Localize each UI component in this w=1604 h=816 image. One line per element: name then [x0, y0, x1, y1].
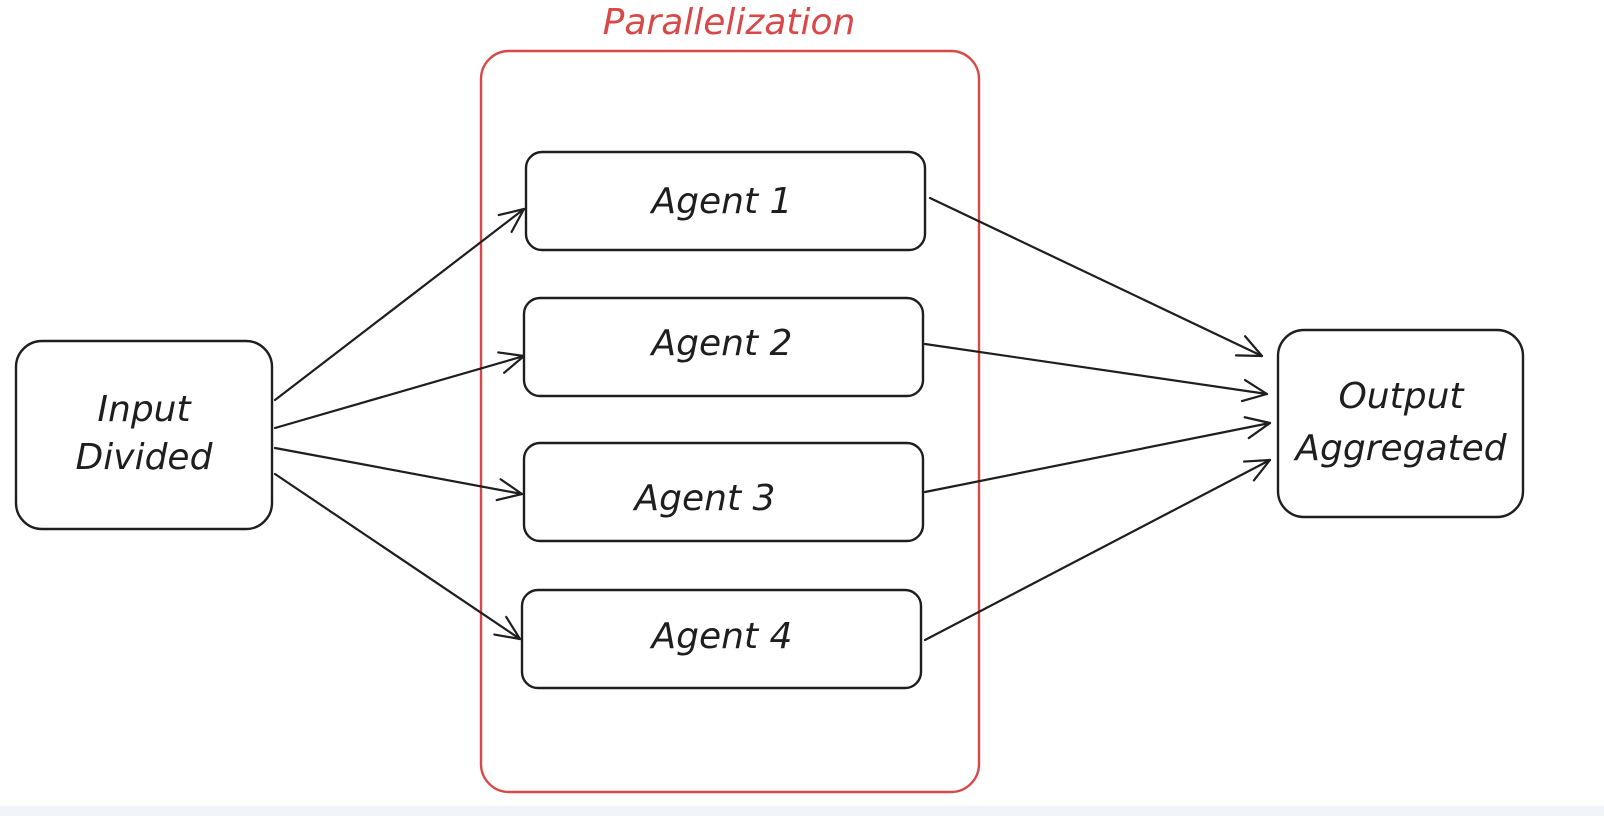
- edge-agent4-output: [923, 458, 1272, 642]
- node-agent-1-box: [524, 150, 927, 252]
- edge-line: [923, 342, 1269, 396]
- edge-agent2-output: [923, 342, 1269, 403]
- node-label-line: Aggregated: [1293, 428, 1507, 469]
- node-agent-4-label: Agent 4: [650, 616, 793, 657]
- parallelization-group: Parallelization: [479, 2, 981, 794]
- edge-agent3-output: [923, 416, 1272, 494]
- node-agent-2-box: [522, 296, 925, 398]
- node-label-line: Agent 4: [650, 616, 793, 657]
- node-input-box: [14, 339, 274, 531]
- node-label-line: Input: [97, 389, 192, 430]
- node-label-line: Agent 2: [650, 323, 793, 364]
- arrowhead-icon: [493, 615, 522, 641]
- parallelization-group-label: Parallelization: [603, 2, 856, 43]
- edge-line: [273, 354, 526, 430]
- edge-line: [273, 207, 526, 402]
- node-output-box: [1276, 328, 1525, 519]
- bottom-strip: [0, 806, 1604, 816]
- arrowhead-icon: [497, 207, 526, 233]
- arrowhead-icon: [1242, 458, 1272, 482]
- node-agent-3-box: [522, 441, 925, 543]
- arrowhead-icon: [1240, 378, 1269, 403]
- edge-input-agent3: [273, 446, 524, 502]
- edge-line: [923, 458, 1272, 642]
- edges: [273, 196, 1272, 642]
- node-label-line: Divided: [76, 437, 214, 478]
- edge-agent1-output: [928, 196, 1264, 358]
- edge-input-agent1: [273, 207, 526, 402]
- edge-line: [928, 196, 1264, 358]
- edge-line: [273, 446, 524, 496]
- node-agent-1-label: Agent 1: [650, 181, 793, 222]
- node-label-line: Output: [1338, 376, 1465, 417]
- node-agent-2-label: Agent 2: [650, 323, 793, 364]
- edge-line: [923, 421, 1272, 494]
- arrowhead-icon: [495, 478, 524, 502]
- edge-input-agent4: [273, 472, 522, 641]
- node-label-line: Agent 3: [633, 478, 776, 519]
- node-agent-3: Agent 3: [522, 441, 925, 543]
- parallelization-group-box: [479, 49, 981, 794]
- node-agent-3-label: Agent 3: [633, 478, 776, 519]
- node-agent-4-box: [520, 588, 923, 690]
- arrowhead-icon: [1243, 416, 1272, 440]
- arrowhead-icon: [1234, 335, 1264, 358]
- edge-input-agent2: [273, 351, 526, 430]
- node-agent-2: Agent 2: [522, 296, 925, 398]
- node-label-line: Agent 1: [650, 181, 793, 222]
- node-agent-4: Agent 4: [520, 588, 923, 690]
- node-agent-1: Agent 1: [524, 150, 927, 252]
- edge-line: [273, 472, 522, 641]
